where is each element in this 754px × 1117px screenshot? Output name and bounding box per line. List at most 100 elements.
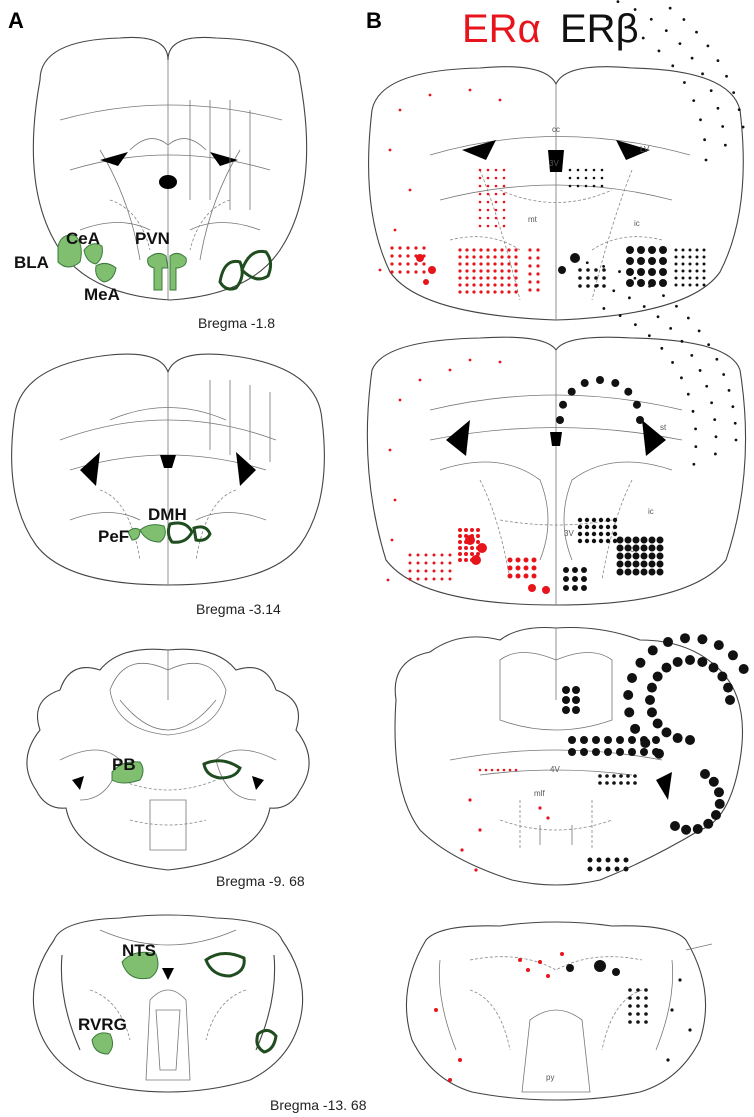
er-beta-dot: [624, 536, 632, 544]
er-alpha-dot: [536, 256, 540, 260]
er-beta-dot: [572, 576, 578, 582]
er-beta-dot: [632, 544, 640, 552]
er-alpha-dot: [476, 534, 480, 538]
er-alpha-dot: [472, 290, 476, 294]
er-beta-dot: [714, 435, 718, 439]
er-alpha-dot: [494, 176, 498, 180]
er-beta-dot: [648, 246, 656, 254]
er-beta-dot: [563, 567, 569, 573]
er-alpha-dot: [502, 192, 506, 196]
er-beta-dot: [670, 820, 680, 831]
er-beta-dot: [678, 978, 682, 982]
er-beta-dot: [661, 662, 672, 673]
er-alpha-dot: [458, 255, 462, 259]
er-beta-dot: [656, 536, 664, 544]
er-alpha-dot: [523, 573, 529, 579]
er-beta-dot: [681, 248, 685, 252]
er-beta-dot: [605, 781, 609, 785]
er-alpha-dot: [476, 552, 480, 556]
er-alpha-dot: [390, 270, 394, 274]
er-alpha-dot: [448, 569, 452, 573]
er-alpha-dot: [408, 188, 412, 192]
er-beta-dot: [656, 315, 660, 319]
er-alpha-dot: [514, 290, 518, 294]
er-beta-dot: [641, 36, 645, 40]
er-beta-dot: [636, 996, 640, 1000]
er-beta-dot: [584, 531, 590, 537]
er-alpha-dot: [486, 208, 490, 212]
er-beta-dot: [628, 996, 632, 1000]
er-beta-dot: [628, 736, 636, 744]
er-alpha-dot: [515, 557, 521, 563]
er-alpha-dot: [476, 540, 480, 544]
panel-letter-a: A: [8, 8, 24, 33]
label-cea: CeA: [66, 229, 100, 248]
er-beta-dot: [674, 255, 678, 259]
er-beta-dot: [580, 379, 589, 388]
er-beta-dot: [628, 296, 631, 300]
er-beta-dot: [708, 776, 719, 787]
er-beta-dot: [697, 329, 701, 333]
er-beta-dot: [616, 736, 624, 744]
er-beta-dot: [605, 538, 611, 544]
er-beta-dot: [682, 18, 686, 21]
er-beta-dot: [648, 284, 652, 288]
er-beta-dot: [636, 1020, 640, 1024]
section-4-right: py: [405, 921, 713, 1101]
er-alpha-dot: [515, 573, 521, 579]
er-beta-dot: [591, 524, 597, 530]
bregma-label-2: Bregma -3.14: [196, 601, 281, 617]
er-alpha-dot: [508, 768, 512, 772]
er-beta-dot: [646, 707, 657, 718]
er-beta-dot: [674, 269, 678, 273]
er-alpha-dot: [468, 358, 472, 362]
er-alpha-dot: [470, 528, 474, 532]
er-alpha-dot: [474, 868, 478, 872]
er-alpha-dot: [414, 246, 418, 250]
er-alpha-dot: [448, 368, 452, 372]
er-beta-dot: [619, 774, 623, 778]
er-alpha-dot: [465, 283, 469, 287]
er-beta-dot: [704, 158, 708, 162]
er-beta-dot: [702, 262, 706, 266]
er-beta-dot: [624, 544, 632, 552]
er-alpha-dot: [422, 262, 426, 266]
er-alpha-dot: [486, 262, 490, 266]
er-beta-dot: [612, 781, 616, 785]
er-beta-dot: [675, 304, 678, 308]
er-beta-dot: [594, 276, 598, 280]
er-alpha-dot: [432, 569, 436, 573]
er-beta-dot: [596, 866, 602, 872]
er-alpha-dot: [536, 280, 540, 284]
er-beta-dot: [692, 99, 696, 102]
er-beta-dot: [640, 748, 648, 756]
er-beta-dot: [576, 168, 580, 172]
er-alpha-dot: [476, 528, 480, 532]
er-alpha-dot: [388, 448, 392, 452]
er-alpha-dot: [514, 255, 518, 259]
er-beta-dot: [709, 89, 713, 93]
er-beta-dot: [702, 283, 706, 287]
er-beta-dot: [602, 284, 606, 288]
er-beta-dot: [587, 857, 593, 863]
er-alpha-dot: [486, 283, 490, 287]
er-beta-dot: [572, 585, 578, 591]
er-alpha-dot: [486, 216, 490, 220]
er-beta-dot: [692, 823, 703, 834]
er-alpha-dot: [464, 546, 468, 550]
er-alpha-dot: [472, 248, 476, 252]
er-beta-dot: [695, 269, 699, 273]
er-alpha-dot: [507, 262, 511, 266]
er-beta-dot: [611, 379, 620, 388]
atlas-label-mt: mt: [528, 215, 538, 224]
er-beta-dot: [578, 268, 582, 272]
er-alpha-dot: [502, 208, 506, 212]
er-beta-dot: [602, 268, 606, 272]
er-alpha-dot: [528, 584, 536, 592]
er-alpha-dot: [507, 290, 511, 294]
er-alpha-dot: [546, 974, 550, 978]
er-beta-dot: [614, 866, 620, 872]
er-beta-dot: [628, 1004, 632, 1008]
er-alpha-dot: [494, 208, 498, 212]
